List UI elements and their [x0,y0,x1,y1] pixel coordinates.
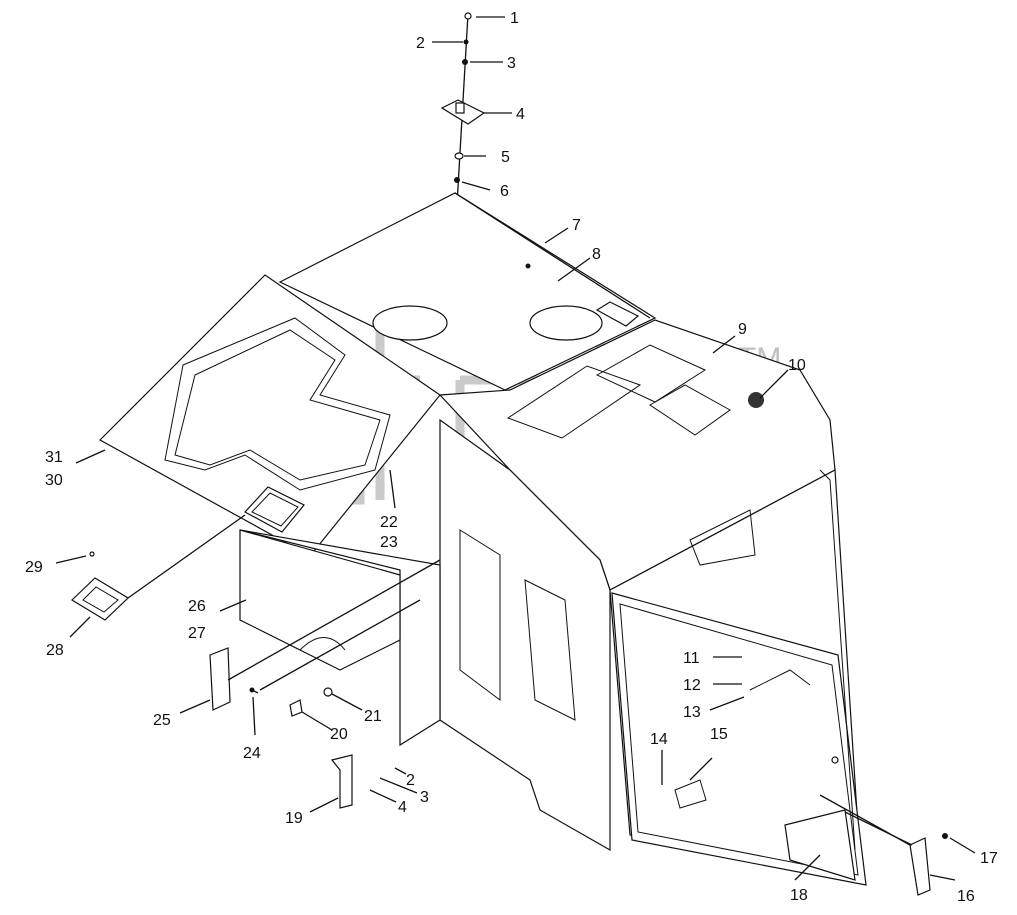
roof-panel [278,192,657,391]
callout-14: 14 [650,731,668,748]
callout-16: 16 [957,888,975,905]
callout-4b: 4 [398,799,407,816]
callout-12: 12 [683,677,701,694]
callout-13: 13 [683,704,701,721]
callout-20: 20 [330,726,348,743]
antenna-assembly [440,12,486,223]
callout-29: 29 [25,559,43,576]
callout-7: 7 [572,217,581,234]
callout-19: 19 [285,810,303,827]
callout-26: 26 [188,598,206,615]
callout-4: 4 [516,106,525,123]
callout-3b: 3 [420,789,429,806]
callout-17: 17 [980,850,998,867]
callout-25: 25 [153,712,171,729]
callout-11: 11 [683,650,700,667]
callout-labels: 1 2 3 4 5 6 7 8 9 10 11 12 13 14 15 16 1… [25,10,998,905]
cab-body [438,319,867,886]
callout-31: 31 [45,449,63,466]
callout-9: 9 [738,321,747,338]
callout-18: 18 [790,887,808,904]
callout-24: 24 [243,745,261,762]
callout-2b: 2 [406,772,415,789]
callout-22: 22 [380,514,398,531]
callout-10: 10 [788,357,806,374]
callout-leaders [55,16,976,881]
callout-21: 21 [364,708,382,725]
callout-3: 3 [507,55,516,72]
callout-23: 23 [380,534,398,551]
callout-28: 28 [46,642,64,659]
callout-5: 5 [501,149,510,166]
callout-27: 27 [188,625,206,642]
callout-15: 15 [710,726,728,743]
callout-1: 1 [510,10,519,27]
callout-6: 6 [500,183,509,200]
callout-2: 2 [416,35,425,52]
side-panel [71,529,948,896]
callout-30: 30 [45,472,63,489]
callout-8: 8 [592,246,601,263]
